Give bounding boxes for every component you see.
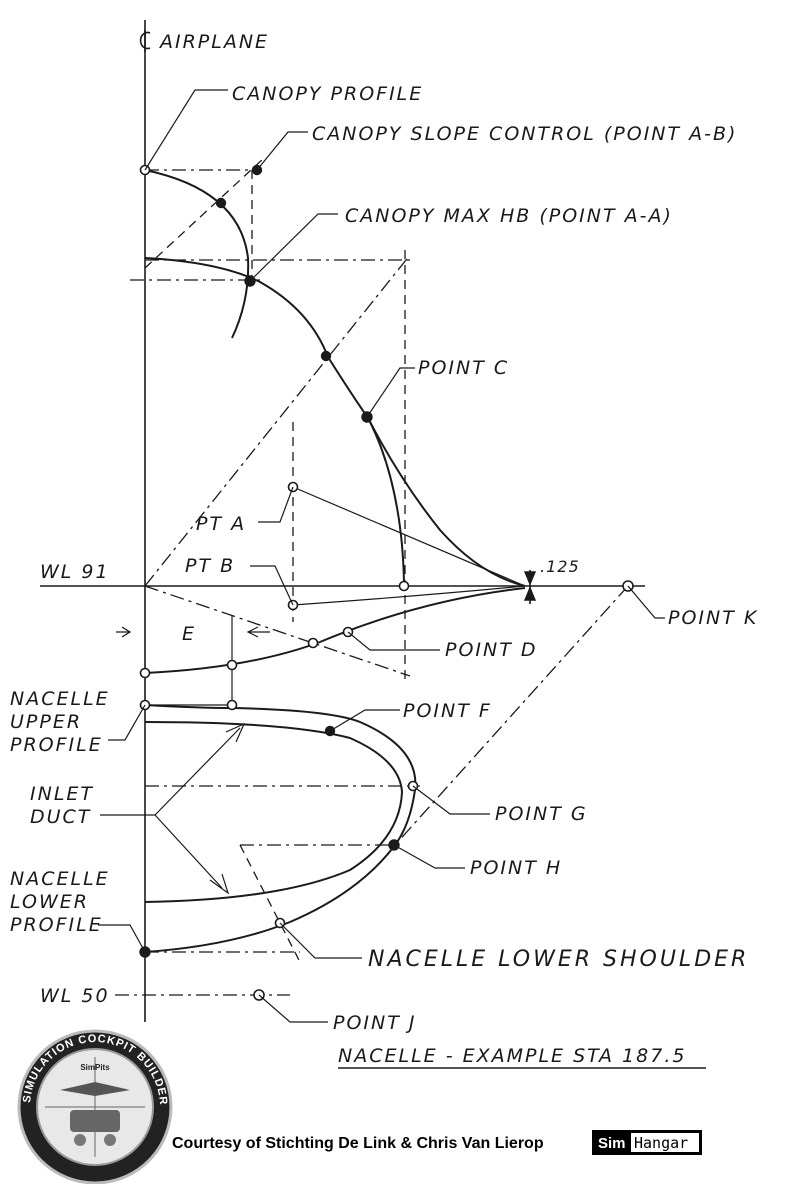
leader-pt-a bbox=[258, 486, 294, 523]
e-label: E bbox=[182, 623, 196, 645]
long-diagonal bbox=[144, 254, 411, 587]
label-nacelle-lower-1: NACELLE bbox=[10, 868, 110, 890]
point-lower-canopy bbox=[139, 667, 151, 679]
leader-canopy-profile bbox=[144, 89, 228, 171]
label-nacelle-lower-3: PROFILE bbox=[10, 914, 103, 936]
label-canopy-slope: CANOPY SLOPE CONTROL (POINT A-B) bbox=[312, 123, 737, 145]
leader-nacelle-lower bbox=[98, 924, 146, 953]
label-point-c: POINT C bbox=[418, 357, 509, 379]
shoulder-diagonal bbox=[239, 844, 301, 963]
dim-125-marker bbox=[523, 570, 537, 604]
label-nacelle-upper-1: NACELLE bbox=[10, 688, 110, 710]
label-inlet-1: INLET bbox=[30, 783, 94, 805]
nacelle-lower-profile bbox=[144, 844, 396, 953]
leader-lower-shoulder bbox=[279, 922, 362, 959]
badge-right-text: Hangar bbox=[634, 1134, 688, 1152]
badge-left-text: Sim bbox=[598, 1135, 626, 1152]
label-point-j: POINT J bbox=[333, 1012, 416, 1034]
label-point-d: POINT D bbox=[445, 639, 538, 661]
nacelle-upper-profile bbox=[144, 704, 417, 846]
label-point-g: POINT G bbox=[495, 803, 588, 825]
label-nacelle-upper-3: PROFILE bbox=[10, 734, 103, 756]
centerline-symbol bbox=[139, 30, 151, 52]
point-e-low bbox=[226, 659, 238, 671]
caption: NACELLE - EXAMPLE STA 187.5 bbox=[338, 1045, 686, 1067]
label-nacelle-lower-2: LOWER bbox=[10, 891, 89, 913]
point-e-upper bbox=[226, 699, 238, 711]
leader-point-g bbox=[412, 785, 490, 815]
label-inlet-2: DUCT bbox=[30, 806, 91, 828]
point-canopy-mid bbox=[320, 350, 332, 362]
wl91-label: WL 91 bbox=[40, 561, 110, 583]
point-wl91-mid bbox=[398, 580, 410, 592]
label-canopy-profile: CANOPY PROFILE bbox=[232, 83, 423, 105]
dim-125-label: .125 bbox=[540, 557, 580, 576]
centerline-label: AIRPLANE bbox=[158, 31, 269, 53]
simhangar-badge: Sim Hangar bbox=[592, 1130, 702, 1155]
pt-a-line bbox=[292, 486, 526, 587]
leader-point-k bbox=[627, 585, 665, 619]
leader-nacelle-upper bbox=[108, 704, 146, 741]
point-slope-mid bbox=[215, 197, 227, 209]
leader-canopy-max bbox=[249, 213, 338, 282]
label-pt-a: PT A bbox=[196, 513, 246, 535]
label-point-k: POINT K bbox=[668, 607, 758, 629]
wl50-label: WL 50 bbox=[40, 985, 110, 1007]
label-nacelle-upper-2: UPPER bbox=[10, 711, 82, 733]
canopy-profile-arc bbox=[144, 169, 250, 339]
leader-point-f bbox=[329, 709, 400, 732]
footer-credit: Courtesy of Stichting De Link & Chris Va… bbox=[172, 1135, 544, 1152]
label-pt-b: PT B bbox=[185, 555, 235, 577]
pt-b-line bbox=[292, 585, 526, 606]
leader-point-d bbox=[347, 631, 440, 651]
label-point-f: POINT F bbox=[403, 700, 492, 722]
point-d2 bbox=[307, 637, 319, 649]
inlet-duct-arrows bbox=[100, 722, 246, 895]
leader-point-j bbox=[258, 994, 328, 1023]
leader-canopy-slope bbox=[256, 131, 308, 171]
point-d-diagonal bbox=[144, 585, 411, 677]
e-dim-arrows bbox=[116, 626, 270, 638]
lower-canopy-curve bbox=[144, 587, 526, 674]
leader-point-c bbox=[366, 367, 415, 418]
leader-pt-b bbox=[250, 565, 294, 606]
canopy-main-curve bbox=[144, 257, 405, 587]
leader-point-h bbox=[393, 844, 465, 869]
canopy-outer-curve bbox=[367, 417, 526, 587]
inlet-duct-curve bbox=[144, 721, 404, 903]
label-point-h: POINT H bbox=[470, 857, 562, 879]
label-lower-shoulder: NACELLE LOWER SHOULDER bbox=[368, 947, 749, 972]
canopy-slope-diagonal bbox=[144, 157, 265, 269]
label-canopy-max: CANOPY MAX HB (POINT A-A) bbox=[345, 205, 673, 227]
